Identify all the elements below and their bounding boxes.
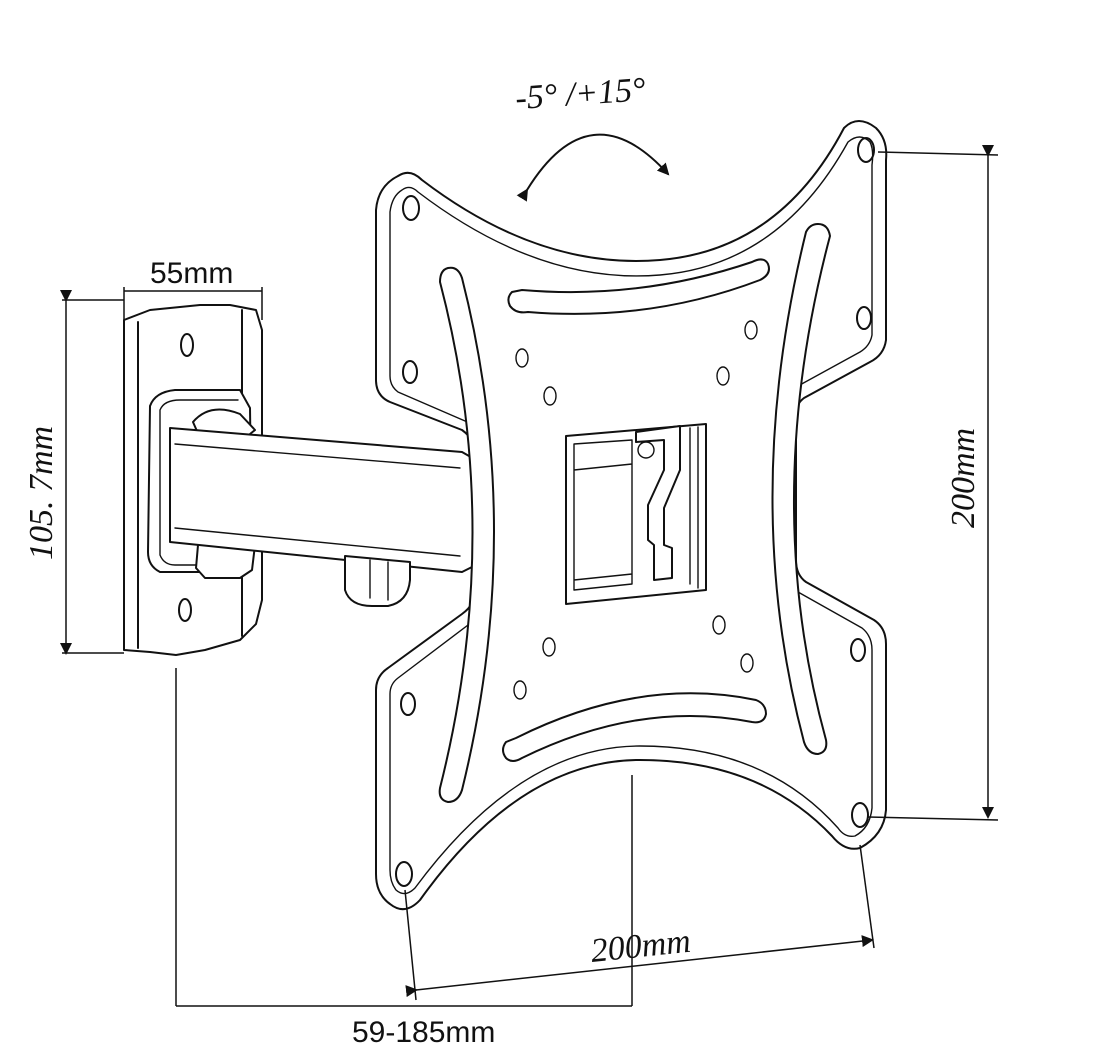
center-bracket-pin: [637, 441, 655, 459]
vesa-small-hole: [716, 366, 730, 386]
vesa-hole-top-right: [857, 137, 875, 163]
vesa-hole-left-lower: [400, 692, 416, 716]
wall-plate-top-hole: [180, 333, 194, 357]
center-bracket-hook: [635, 425, 681, 581]
arm-pivot-clip-detail: [369, 559, 389, 601]
vesa-hole-right-lower: [850, 638, 866, 662]
height-label: 105. 7mm: [23, 426, 60, 560]
arm-top-edge: [174, 443, 461, 557]
vesa-slot-right: [771, 223, 831, 755]
vesa-hole-right-upper: [856, 306, 872, 330]
dimension-width: 55mm: [123, 257, 263, 320]
tilt-indicator: -5° /+15°: [514, 71, 670, 202]
extension-line: [859, 844, 875, 949]
vesa-slot-left: [438, 266, 495, 803]
extension-line: [867, 816, 999, 821]
vesa-small-hole: [513, 680, 527, 700]
vesa-small-hole: [515, 348, 529, 368]
vesa-small-hole: [744, 320, 758, 340]
extension-arm: [169, 427, 477, 607]
arm-pivot-clip: [344, 555, 411, 607]
vesa-hole-bottom-right: [851, 802, 869, 828]
center-bracket-rail: [689, 426, 699, 589]
vesa-vertical-label: 200mm: [945, 428, 982, 528]
extension-line: [877, 151, 999, 156]
vesa-small-hole: [542, 637, 556, 657]
dimension-line: [405, 935, 874, 998]
vesa-hole-left-upper: [402, 360, 418, 384]
dimension-vesa-vertical: 200mm: [867, 145, 999, 821]
vesa-hole-top-left: [402, 195, 420, 221]
dimension-extension: 59-185mm: [175, 668, 633, 1049]
vesa-small-hole: [543, 386, 557, 406]
vesa-horizontal-label: 200mm: [589, 923, 692, 970]
center-bracket-inner: [573, 439, 633, 591]
vesa-small-hole: [740, 653, 754, 673]
dimension-height: 105. 7mm: [23, 290, 124, 655]
wall-pivot-inner: [159, 399, 241, 566]
vesa-hole-bottom-left: [395, 861, 413, 887]
tilt-arrow-arc: [516, 133, 670, 202]
vesa-slot-bottom: [502, 692, 767, 762]
width-label: 55mm: [150, 257, 233, 290]
vesa-slot-top: [507, 258, 770, 315]
dimension-vesa-horizontal: 200mm: [404, 844, 875, 1001]
extension-line: [404, 889, 417, 1001]
vesa-small-hole: [712, 615, 726, 635]
wall-plate-bottom-hole: [178, 598, 192, 622]
center-bracket-frame: [565, 423, 707, 605]
tilt-label: -5° /+15°: [514, 71, 647, 117]
extension-label: 59-185mm: [352, 1016, 495, 1049]
